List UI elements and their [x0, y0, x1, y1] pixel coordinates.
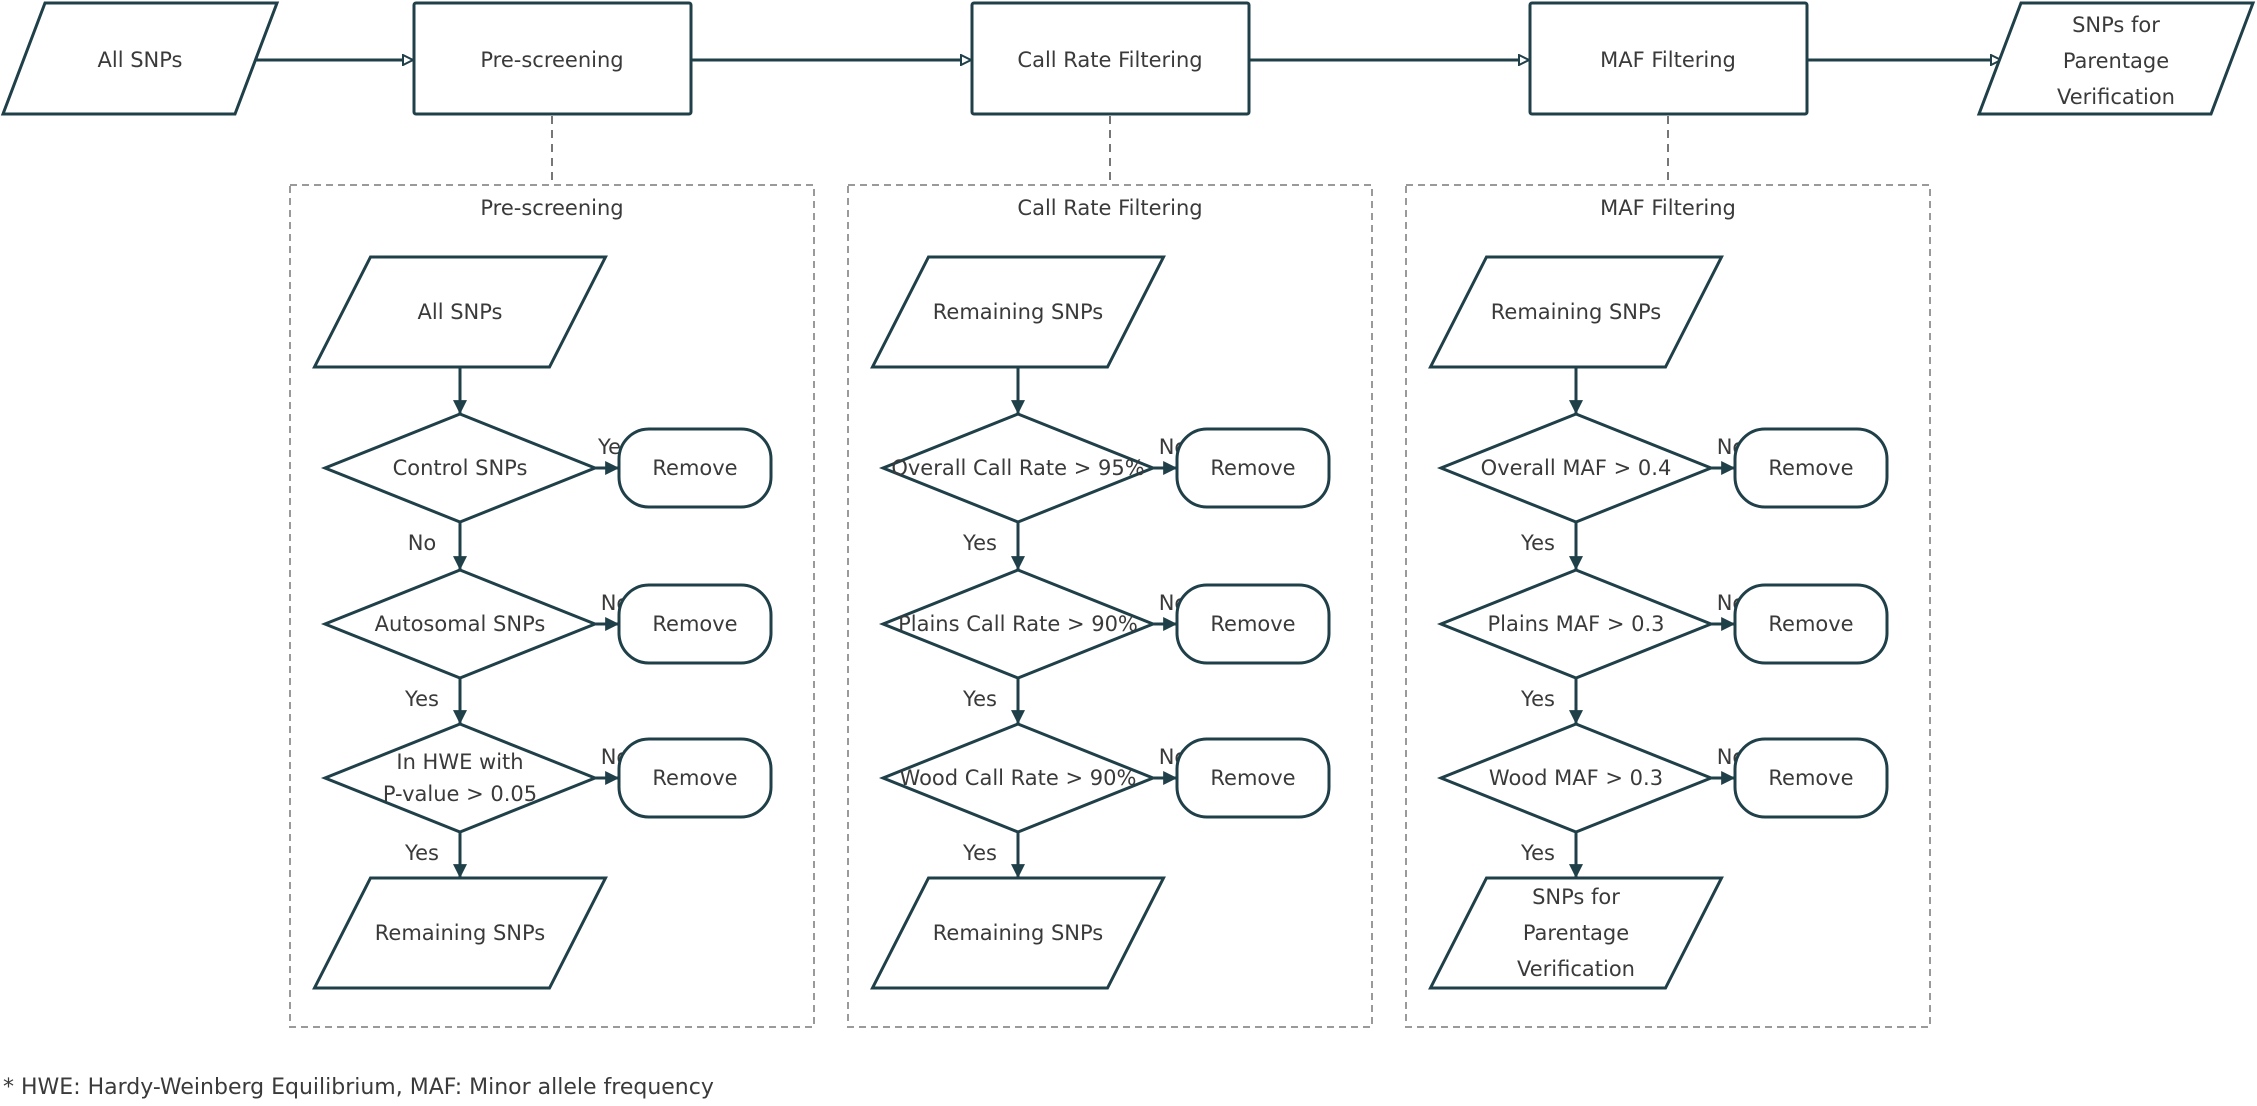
- panel-2-title: Call Rate Filtering: [1017, 196, 1202, 220]
- main-output-label-1: SNPs for: [2072, 13, 2160, 37]
- panel-2-remove-label-3: Remove: [1210, 766, 1295, 790]
- panel-3-remove-box-1: [1733, 427, 1889, 509]
- panel-2-output-label-line-1: Remaining SNPs: [933, 921, 1103, 945]
- panel-2-decision-3-label-line-1: Wood Call Rate > 90%: [900, 766, 1137, 790]
- panel-1-remove-label-1: Remove: [652, 456, 737, 480]
- panel-2-input-label: Remaining SNPs: [933, 300, 1103, 324]
- panel-3-input-node: [1428, 255, 1724, 369]
- panel-3-remove-box-2: [1733, 583, 1889, 665]
- panel-3-title: MAF Filtering: [1600, 196, 1736, 220]
- footnote: * HWE: Hardy-Weinberg Equilibrium, MAF: …: [3, 1075, 714, 1100]
- main-output-node: [1976, 1, 2256, 116]
- panel-3-frame: [1405, 184, 1931, 1028]
- panel-1-remove-box-1: [617, 427, 773, 509]
- panel-3-remove-box-3: [1733, 737, 1889, 819]
- panel-3-output-node: [1428, 876, 1724, 990]
- main-input-label: All SNPs: [98, 48, 183, 72]
- panel-3-branch-continue-1: Yes: [1520, 531, 1555, 555]
- panel-3-input-label: Remaining SNPs: [1491, 300, 1661, 324]
- panel-2-output-node: [870, 876, 1166, 990]
- panel-3-decision-3-label-line-1: Wood MAF > 0.3: [1489, 766, 1663, 790]
- panel-2-decision-2-label-line-1: Plains Call Rate > 90%: [898, 612, 1138, 636]
- panel-1-branch-continue-2: Yes: [404, 687, 439, 711]
- panel-1-remove-label-3: Remove: [652, 766, 737, 790]
- panel-1-branch-continue-1: No: [408, 531, 437, 555]
- panel-3-remove-label-2: Remove: [1768, 612, 1853, 636]
- panel-2-remove-label-2: Remove: [1210, 612, 1295, 636]
- panel-2-remove-label-1: Remove: [1210, 456, 1295, 480]
- panel-3-output-label-line-2: Parentage: [1523, 921, 1629, 945]
- main-step-callrate-label: Call Rate Filtering: [1017, 48, 1202, 72]
- panel-2-branch-continue-2: Yes: [962, 687, 997, 711]
- panel-1-frame: [289, 184, 815, 1028]
- panel-2-decision-1-label-line-1: Overall Call Rate > 95%: [891, 456, 1144, 480]
- main-flow: All SNPs Pre-screening Call Rate Filteri…: [0, 1, 2256, 116]
- panel-1-output-label-line-1: Remaining SNPs: [375, 921, 545, 945]
- panel-1-decision-3-label-line-2: P-value > 0.05: [383, 782, 537, 806]
- panel-2-remove-box-3: [1175, 737, 1331, 819]
- panel-3-output-label-line-1: SNPs for: [1532, 885, 1620, 909]
- panel-3-decision-2-label-line-1: Plains MAF > 0.3: [1487, 612, 1664, 636]
- panel-3-branch-continue-3: Yes: [1520, 841, 1555, 865]
- main-output-label-3: Verification: [2057, 85, 2175, 109]
- panel-1-remove-box-2: [617, 583, 773, 665]
- panel-1-decision-3-label-line-1: In HWE with: [396, 750, 523, 774]
- panel-1-remove-box-3: [617, 737, 773, 819]
- panel-1-decision-3: [320, 722, 600, 834]
- panel-2-branch-continue-1: Yes: [962, 531, 997, 555]
- panel-2-branch-continue-3: Yes: [962, 841, 997, 865]
- panel-1-title: Pre-screening: [480, 196, 623, 220]
- main-step-prescreening-label: Pre-screening: [480, 48, 623, 72]
- panel-2-remove-box-1: [1175, 427, 1331, 509]
- panel-2-remove-box-2: [1175, 583, 1331, 665]
- panel-2-input-node: [870, 255, 1166, 369]
- panel-3-remove-label-3: Remove: [1768, 766, 1853, 790]
- panel-3-remove-label-1: Remove: [1768, 456, 1853, 480]
- panel-1-input-node: [312, 255, 608, 369]
- panel-1-output-node: [312, 876, 608, 990]
- panel-1-decision-1-label-line-1: Control SNPs: [393, 456, 528, 480]
- panel-3-output-label-line-3: Verification: [1517, 957, 1635, 981]
- main-step-maf-label: MAF Filtering: [1600, 48, 1736, 72]
- panel-1-branch-continue-3: Yes: [404, 841, 439, 865]
- panel-3-branch-continue-2: Yes: [1520, 687, 1555, 711]
- panel-3-decision-1-label-line-1: Overall MAF > 0.4: [1481, 456, 1672, 480]
- main-input-node: [0, 1, 280, 116]
- panel-1-remove-label-2: Remove: [652, 612, 737, 636]
- panel-2-frame: [847, 184, 1373, 1028]
- panel-1-decision-2-label-line-1: Autosomal SNPs: [375, 612, 546, 636]
- panel-1-input-label: All SNPs: [418, 300, 503, 324]
- main-output-label-2: Parentage: [2063, 49, 2169, 73]
